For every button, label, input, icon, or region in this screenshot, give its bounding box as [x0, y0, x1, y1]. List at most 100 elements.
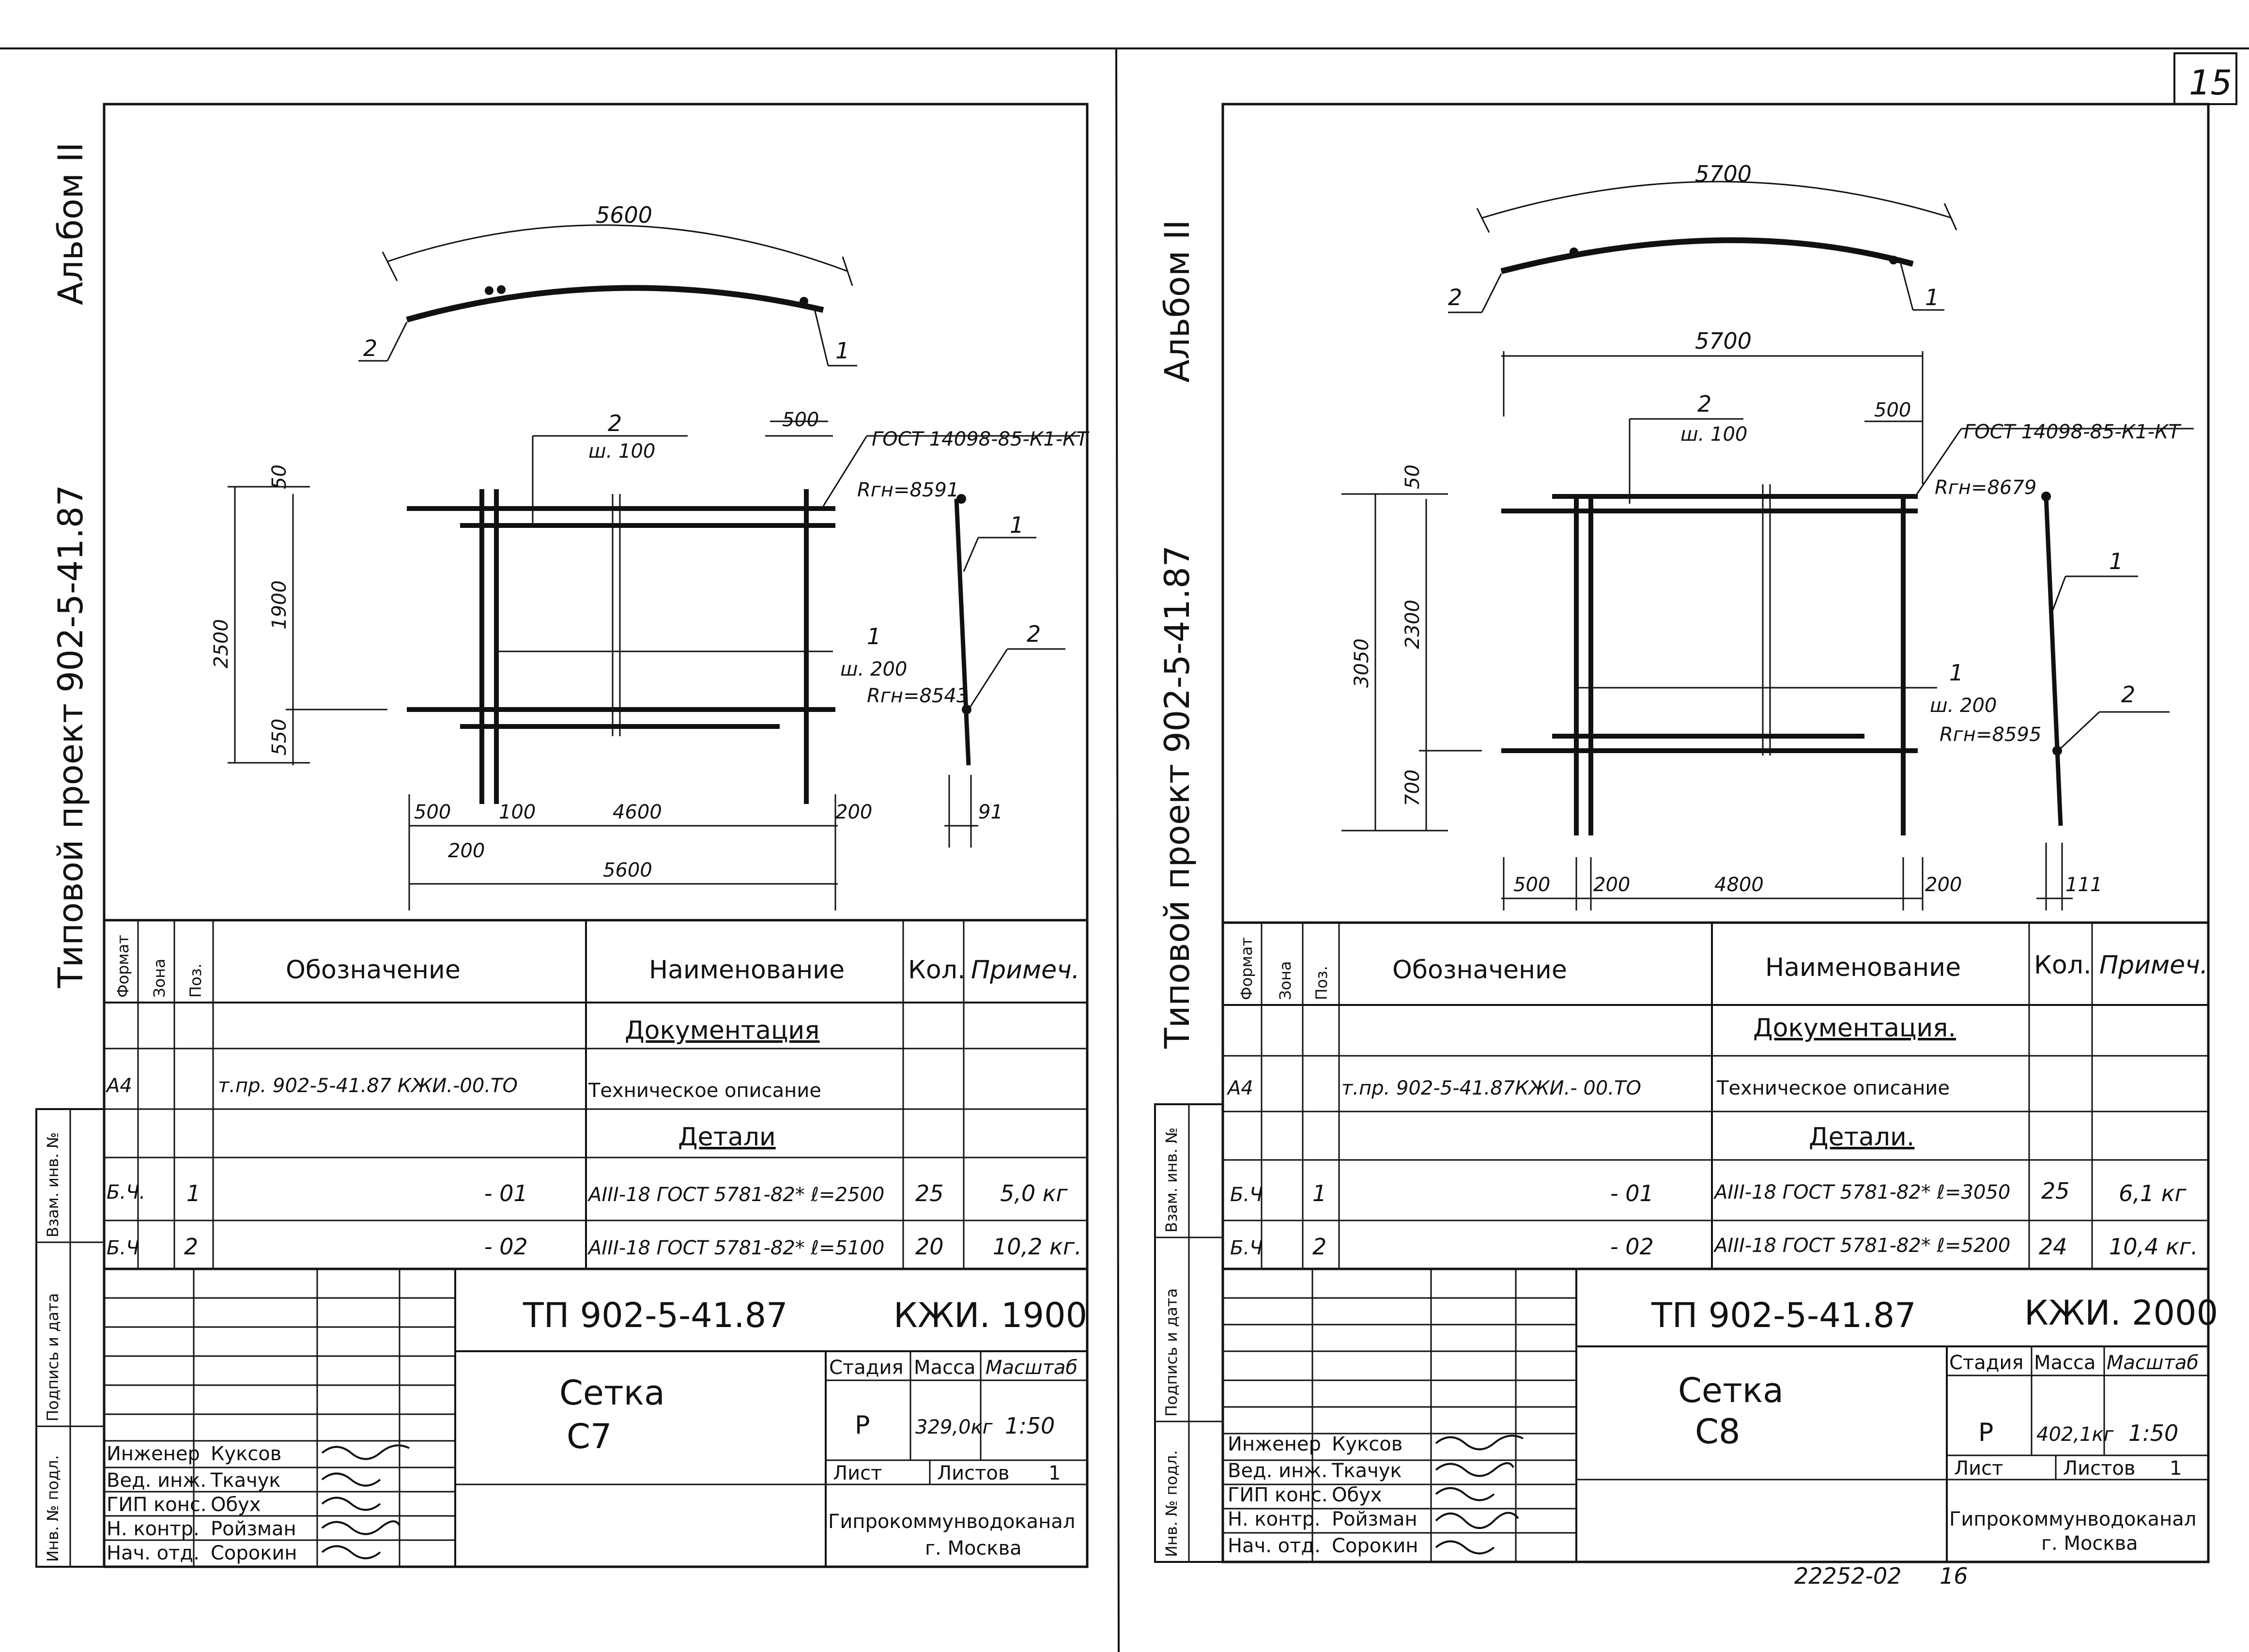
left-title-code: ТП 902-5-41.87	[523, 1296, 788, 1335]
right-staff-name-1: Ткачук	[1331, 1460, 1402, 1482]
right-section-docs: Документация.	[1753, 1014, 1956, 1043]
right-stage-h: Стадия	[1949, 1352, 2023, 1374]
left-album: Альбом II	[51, 142, 91, 305]
left-plan-500: 500	[782, 409, 819, 431]
right-doc-designation: т.пр. 902-5-41.87КЖИ.- 00.ТО	[1341, 1077, 1641, 1099]
right-dim-700: 700	[1402, 770, 1424, 806]
right-sheet-h: Лист	[1954, 1457, 2003, 1480]
right-scale: 1:50	[2128, 1420, 2178, 1446]
left-row1-note: 5,0 кг	[1000, 1180, 1068, 1206]
left-scale-h: Масштаб	[986, 1357, 1078, 1379]
left-row2-name: АIII-18 ГОСТ 5781-82* ℓ=5100	[587, 1237, 884, 1259]
sheet-divider	[1115, 48, 1120, 1652]
left-h-qty: Кол.	[908, 956, 966, 985]
right-row1-name: АIII-18 ГОСТ 5781-82* ℓ=3050	[1713, 1181, 2010, 1204]
right-staff-name-4: Сорокин	[1332, 1535, 1418, 1557]
left-doc-name: Техническое описание	[588, 1080, 821, 1102]
right-row1-qty: 25	[2041, 1178, 2070, 1204]
right-row2-designation: - 02	[1610, 1234, 1654, 1260]
right-plan-label-1r: 1	[2109, 548, 2123, 574]
right-row2-name: АIII-18 ГОСТ 5781-82* ℓ=5200	[1713, 1235, 2010, 1257]
left-title-name: Сетка	[559, 1373, 665, 1413]
left-title-kzhi: КЖИ. 1900	[893, 1296, 1087, 1335]
right-section-parts: Детали.	[1809, 1123, 1914, 1152]
left-section-docs: Документация	[625, 1016, 819, 1045]
right-dim-3050: 3050	[1351, 638, 1373, 688]
right-mass-h: Масса	[2034, 1352, 2096, 1374]
right-title-kzhi: КЖИ. 2000	[2024, 1293, 2218, 1333]
left-arc-view: 5600 2 1	[358, 202, 857, 367]
right-plan-r-top: Rгн=8679	[1935, 477, 2036, 499]
right-staff-role-3: Н. контр.	[1228, 1508, 1321, 1530]
right-org: Гипрокоммунводоканал	[1949, 1508, 2196, 1530]
right-plan-sh100: ш. 100	[1680, 423, 1747, 446]
right-stamp-2: Подпись и дата	[1162, 1288, 1181, 1417]
left-dim-2500: 2500	[210, 619, 232, 668]
right-side-title: Типовой проект 902-5-41.87	[1157, 545, 1197, 1049]
right-plan-label-2r: 2	[2121, 681, 2135, 708]
left-h-designation: Обозначение	[286, 956, 461, 985]
left-side-stamp: Инв. № подл. Подпись и дата Взам. инв. №	[35, 1108, 105, 1568]
page-number: 15	[2189, 63, 2232, 103]
left-dim-550: 550	[268, 719, 291, 756]
right-staff-name-3: Ройзман	[1332, 1508, 1417, 1530]
right-dim-50: 50	[1402, 464, 1424, 489]
right-plan-view: 5700 2 ш. 100 500 ГОСТ 14098-85-К1-КТ Rг…	[1341, 328, 2194, 911]
left-row2-pos: 2	[184, 1234, 198, 1260]
right-stamp-1: Инв. № подл.	[1162, 1450, 1181, 1557]
right-staff-role-1: Вед. инж.	[1228, 1460, 1327, 1482]
right-title-code: ТП 902-5-41.87	[1651, 1296, 1916, 1335]
left-sheet: Типовой проект 902-5-41.87 Альбом II 560…	[35, 103, 1090, 1568]
left-plan-label-1m: 1	[867, 623, 881, 649]
left-plan-r-top: Rгн=8591	[857, 479, 959, 501]
right-mass: 402,1кг	[2036, 1423, 2114, 1446]
left-dim-200r: 200	[835, 801, 872, 823]
footer-code: 22252-02	[1794, 1563, 1901, 1589]
right-h-pos: Поз.	[1312, 966, 1331, 1000]
right-row2-format: Б.Ч	[1230, 1237, 1263, 1259]
right-h-qty: Кол.	[2034, 951, 2092, 980]
left-org: Гипрокоммунводоканал	[828, 1511, 1075, 1533]
right-staff-role-0: Инженер	[1228, 1433, 1321, 1455]
right-row2-pos: 2	[1312, 1234, 1326, 1260]
right-sheets: 1	[2170, 1457, 2182, 1480]
right-frame	[1221, 103, 2210, 1563]
left-staff-role-2: ГИП конс.	[107, 1494, 207, 1516]
left-staff-role-4: Нач. отд.	[107, 1542, 200, 1564]
left-dim-1900: 1900	[268, 580, 291, 630]
right-h-name: Наименование	[1765, 953, 1961, 982]
right-arc-view: 5700 2 1	[1448, 161, 1957, 313]
left-plan-gost: ГОСТ 14098-85-К1-КТ	[872, 428, 1090, 450]
left-sheets-h: Листов	[937, 1462, 1009, 1484]
right-h-note: Примеч.	[2099, 951, 2208, 980]
left-staff-role-0: Инженер	[107, 1443, 200, 1465]
right-row1-format: Б.Ч	[1230, 1184, 1263, 1206]
right-scale-h: Масштаб	[2107, 1352, 2199, 1374]
left-dim-200b: 200	[448, 840, 485, 862]
left-sheets: 1	[1048, 1462, 1061, 1484]
right-row1-note: 6,1 кг	[2119, 1180, 2187, 1206]
left-plan-label-2r: 2	[1027, 621, 1041, 647]
left-stage: Р	[855, 1411, 870, 1440]
left-frame	[103, 103, 1089, 1568]
left-city: г. Москва	[925, 1537, 1022, 1559]
right-staff-role-2: ГИП конс.	[1228, 1484, 1328, 1506]
left-arc-pos2: 2	[363, 335, 377, 361]
left-plan-label-1r: 1	[1010, 512, 1024, 538]
right-dim-200l: 200	[1593, 874, 1630, 896]
left-plan-r-bottom: Rгн=8543	[867, 685, 969, 707]
left-sheet-h: Лист	[833, 1462, 882, 1484]
right-stage: Р	[1978, 1418, 1993, 1447]
left-mass: 329,0кг	[915, 1416, 993, 1438]
right-dim-4800: 4800	[1714, 874, 1764, 896]
left-h-note: Примеч.	[971, 956, 1079, 985]
right-plan-500: 500	[1874, 399, 1911, 421]
left-h-name: Наименование	[649, 956, 845, 985]
left-staff-role-3: Н. контр.	[107, 1518, 200, 1540]
right-title-name: Сетка	[1678, 1371, 1784, 1410]
left-row2-qty: 20	[915, 1234, 944, 1260]
left-spec-table	[104, 919, 1087, 1270]
right-plan-label-1m: 1	[1949, 660, 1963, 686]
right-doc-format: А4	[1226, 1077, 1253, 1099]
